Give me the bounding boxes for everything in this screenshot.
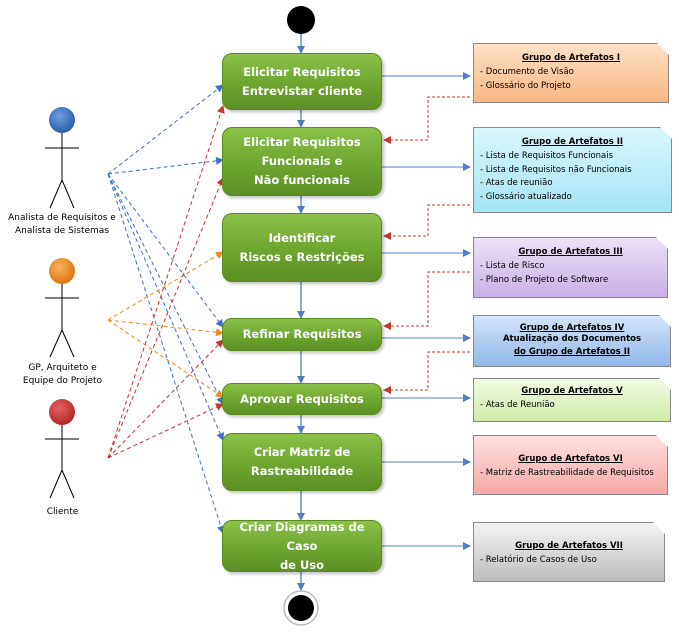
artifact-flow <box>381 72 471 550</box>
artifact-group-6: Grupo de Artefatos VI - Matriz de Rastre… <box>473 435 668 495</box>
artifact-item: - Glossário do Projeto <box>480 80 571 91</box>
activity-criar-matriz[interactable]: Criar Matriz de Rastreabilidade <box>222 433 382 491</box>
artifact-group-5-title: Grupo de Artefatos V <box>521 386 623 396</box>
analista-links <box>107 84 225 534</box>
artifact-group-7: Grupo de Artefatos VII - Relatório de Ca… <box>473 522 665 582</box>
artifact-item: - Atas de Reunião <box>480 400 555 410</box>
artifact-group-6-title: Grupo de Artefatos VI <box>518 454 623 464</box>
activity-aprovar-requisitos[interactable]: Aprovar Requisitos <box>222 383 382 415</box>
final-node <box>288 595 314 621</box>
activity-elicitar-entrevistar[interactable]: Elicitar Requisitos Entrevistar cliente <box>222 53 382 110</box>
actor-label-analista: Analista de Requisitos e Analista de Sis… <box>8 213 116 236</box>
initial-node <box>287 6 315 34</box>
artifact-group-1: Grupo de Artefatos I - Documento de Visã… <box>473 43 669 103</box>
actor-analista-figure <box>45 107 79 209</box>
artifact-group-4: Grupo de Artefatos IV Atualização dos Do… <box>473 315 671 367</box>
activity-refinar-requisitos[interactable]: Refinar Requisitos <box>222 318 382 351</box>
feedback-flow <box>383 96 470 394</box>
actor-label-gp: GP, Arquiteto e Equipe do Projeto <box>22 363 103 386</box>
artifact-item: - Matriz de Rastreabilidade de Requisito… <box>480 468 654 478</box>
gp-links <box>107 251 224 398</box>
activity-criar-diagramas[interactable]: Criar Diagramas de Caso de Uso <box>222 520 382 572</box>
artifact-group-5: Grupo de Artefatos V - Atas de Reunião <box>473 378 671 422</box>
artifact-group-4-title: Grupo de Artefatos IV <box>519 323 625 333</box>
artifact-item: Atualização dos Documentos <box>502 334 642 344</box>
activity-identificar-riscos[interactable]: Identificar Riscos e Restrições <box>222 213 382 282</box>
artifact-group-3-title: Grupo de Artefatos III <box>518 247 623 257</box>
actor-cliente-figure <box>45 399 79 499</box>
artifact-group-3: Grupo de Artefatos III - Lista de Risco … <box>473 237 668 298</box>
actor-gp-figure <box>45 258 79 358</box>
cliente-links <box>107 105 225 459</box>
artifact-group-2: Grupo de Artefatos II - Lista de Requisi… <box>473 127 672 213</box>
artifact-group-7-title: Grupo de Artefatos VII <box>515 541 623 551</box>
artifact-item: - Lista de Requisitos não Funcionais <box>480 164 632 175</box>
artifact-item: - Documento de Visão <box>480 67 574 77</box>
actor-label-cliente: Cliente <box>46 507 79 517</box>
artifact-item: - Lista de Requisitos Funcionais <box>480 151 614 161</box>
artifact-item: - Lista de Risco <box>480 261 545 271</box>
artifact-item: - Atas de reunião <box>480 178 553 188</box>
artifact-group-2-title: Grupo de Artefatos II <box>521 137 624 147</box>
artifact-item: - Relatório de Casos de Uso <box>480 555 597 565</box>
artifact-group-1-title: Grupo de Artefatos I <box>521 53 621 63</box>
artifact-item: do Grupo de Artefatos II <box>513 347 631 357</box>
artifact-item: - Glossário atualizado <box>480 191 572 202</box>
activity-elicitar-funcionais[interactable]: Elicitar Requisitos Funcionais e Não fun… <box>222 127 382 196</box>
artifact-item: - Plano de Projeto de Software <box>480 274 609 285</box>
